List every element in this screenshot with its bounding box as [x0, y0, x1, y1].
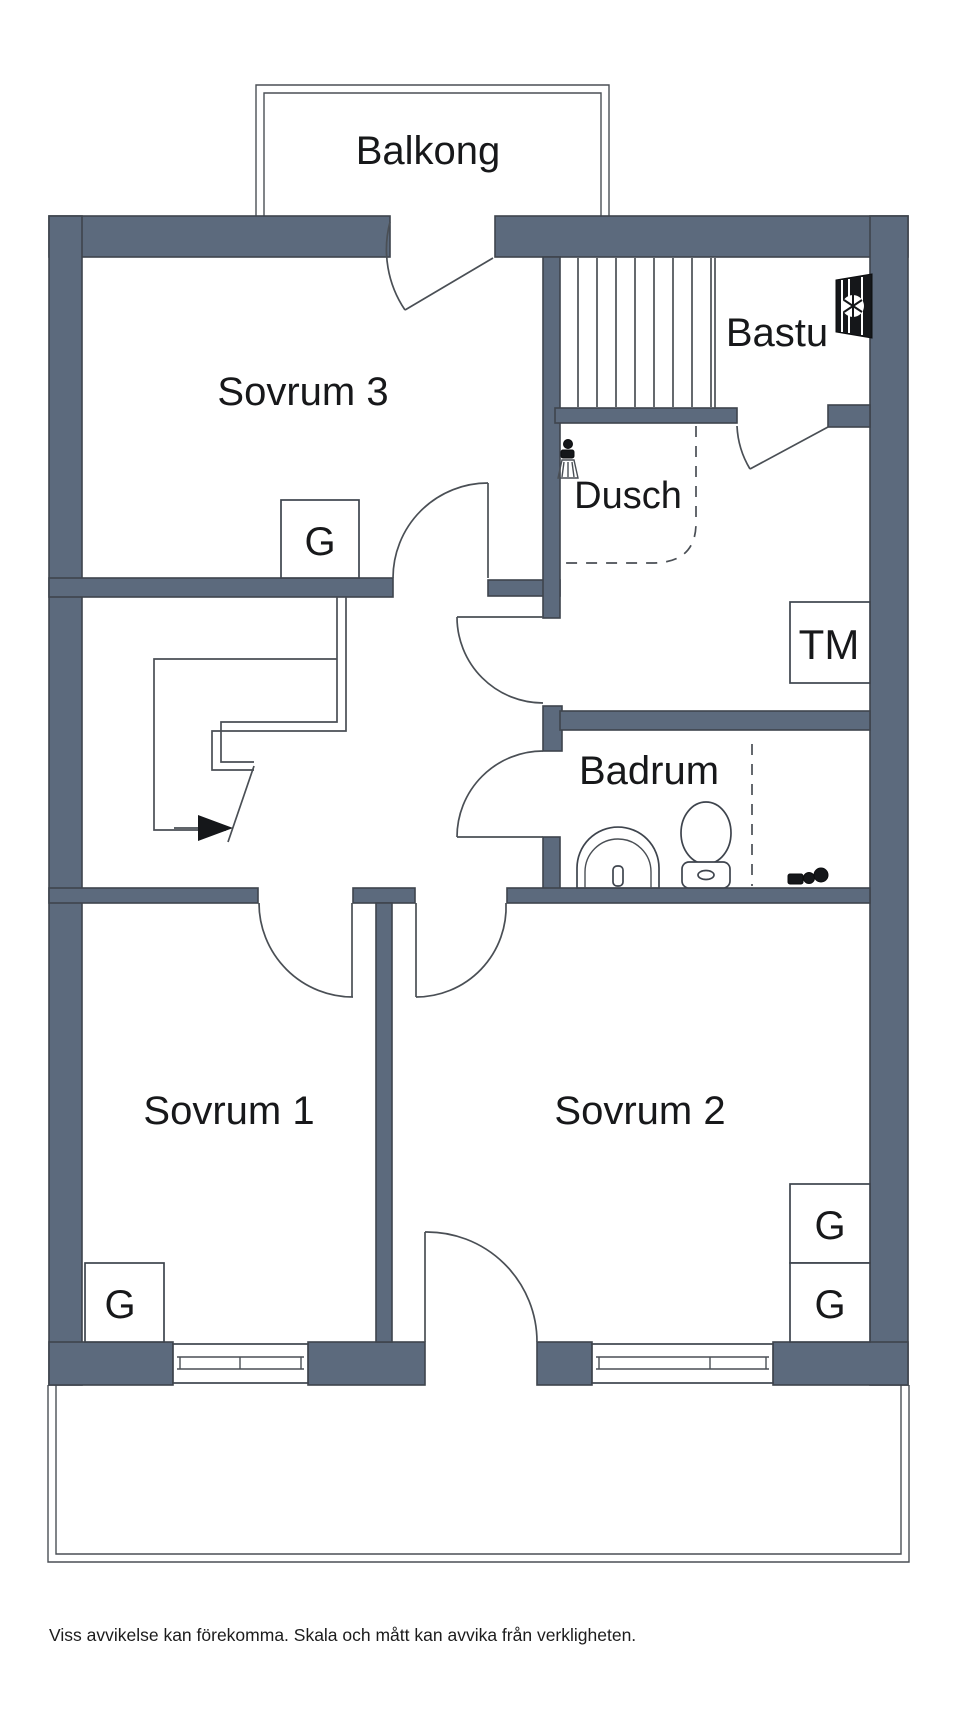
staircase-lower [153, 597, 347, 843]
bathroom-door-swing [456, 750, 544, 838]
bedroom1-door-swing [258, 902, 354, 998]
sink-inner [584, 838, 652, 888]
bedroom3-door-swing [392, 482, 489, 579]
wall-sauna-right-stub [827, 404, 871, 428]
stair-direction-arrow [198, 815, 233, 841]
sauna-door-leaf [749, 426, 829, 470]
washing-machine-box [789, 601, 871, 684]
balcony-door-swing [385, 221, 406, 311]
wall-center-vertical-upper [542, 256, 561, 619]
wardrobe-bedroom3-box [280, 499, 360, 579]
bedroom2-door-swing [415, 902, 507, 998]
windows [172, 1343, 774, 1384]
shower-fan-line [571, 461, 575, 478]
shower-pipe [560, 449, 575, 459]
wall-top-left [48, 215, 391, 258]
wall-top-right [494, 215, 909, 258]
shower-valve [563, 439, 573, 449]
dashed-lines [562, 426, 753, 886]
wardrobe-bedroom1-box [84, 1262, 165, 1343]
terrace-door-swing [424, 1231, 538, 1343]
wardrobe-bedroom2-bottom-label: G [814, 1283, 845, 1327]
wall-bottom-4 [772, 1341, 909, 1386]
staircase-upper [577, 258, 716, 408]
shower-label: Dusch [574, 475, 682, 517]
balcony-door-leaf [404, 257, 494, 311]
shower-enclosure-dashed [562, 426, 697, 564]
wardrobe-bedroom2-box-bottom [789, 1262, 871, 1343]
cabinets [84, 499, 871, 1343]
wall-hall-bottom-left [48, 887, 259, 904]
sink-outer [576, 826, 660, 889]
shower-head-icon [557, 439, 579, 479]
balcony-outer-border [255, 84, 610, 216]
doors [258, 221, 829, 1343]
sauna-label: Bastu [726, 311, 828, 355]
wall-hall-bottom-right [506, 887, 871, 904]
balcony-door [385, 221, 494, 311]
bedroom2-door [415, 902, 507, 998]
wall-bedroom-divider [375, 902, 393, 1343]
bedroom1-door [258, 902, 354, 998]
sauna-door [736, 425, 829, 470]
sink-tap [612, 865, 624, 887]
sauna-heater-icon [835, 273, 873, 339]
window-frame [591, 1343, 774, 1384]
stair-diagonal [227, 765, 255, 843]
wall-bottom-2 [307, 1341, 426, 1386]
wall-bottom-1 [48, 1341, 174, 1386]
landing-door [456, 616, 544, 704]
walls [48, 215, 909, 1386]
terrace-door [424, 1231, 538, 1343]
balcony [255, 84, 610, 216]
labels: Balkong Sovrum 3 Bastu Dusch Badrum Sovr… [49, 129, 859, 1645]
balcony-label: Balkong [356, 129, 501, 173]
window-bedroom2 [591, 1343, 774, 1384]
washing-machine-label: TM [799, 621, 860, 668]
terrace-outer-border [47, 1385, 910, 1563]
wall-center-vertical-lower [542, 836, 561, 891]
disclaimer-caption: Viss avvikelse kan förekomma. Skala och … [49, 1625, 636, 1645]
toilet-bowl [680, 801, 732, 865]
mixer-body [787, 873, 804, 885]
wall-left [48, 215, 83, 1386]
terrace-inner-border [55, 1385, 902, 1555]
wardrobe-bedroom2-top-label: G [814, 1204, 845, 1248]
bathroom-door [456, 750, 544, 838]
wall-bathroom-top [559, 710, 871, 731]
toilet-button [697, 869, 715, 881]
bathroom-fixtures [576, 801, 829, 889]
balcony-inner-border [263, 92, 602, 216]
bedroom3-door [392, 482, 489, 579]
wardrobe-bedroom3-label: G [304, 520, 335, 564]
landing-door-swing [456, 616, 544, 704]
stair-rail-inner [220, 597, 338, 763]
window-bedroom1 [172, 1343, 309, 1384]
bedroom3-label: Sovrum 3 [217, 370, 388, 414]
wall-bottom-3 [536, 1341, 593, 1386]
bedroom2-label: Sovrum 2 [554, 1089, 725, 1133]
wardrobe-bedroom2-box-top [789, 1183, 871, 1264]
shower-fan-line [561, 461, 565, 478]
mixer-head [813, 867, 829, 883]
sauna-door-swing [736, 425, 751, 470]
shower-fan [557, 459, 579, 479]
mixer-knob [803, 872, 815, 884]
wardrobe-bedroom1-label: G [104, 1283, 135, 1327]
stair-rail-outer [211, 597, 347, 771]
bath-mixer-icon [787, 867, 829, 885]
wall-right [869, 215, 909, 1386]
stairwell-outline [153, 658, 337, 831]
wall-hall-bottom-cap [352, 887, 416, 904]
bathroom-label: Badrum [579, 749, 719, 793]
wall-sauna-shower [554, 407, 738, 424]
wall-bedroom3-hall [48, 577, 394, 598]
terrace [47, 1385, 910, 1563]
heater-stone-lines [843, 295, 863, 317]
bedroom1-label: Sovrum 1 [143, 1089, 314, 1133]
wall-bathroom-door-stub [542, 705, 563, 752]
